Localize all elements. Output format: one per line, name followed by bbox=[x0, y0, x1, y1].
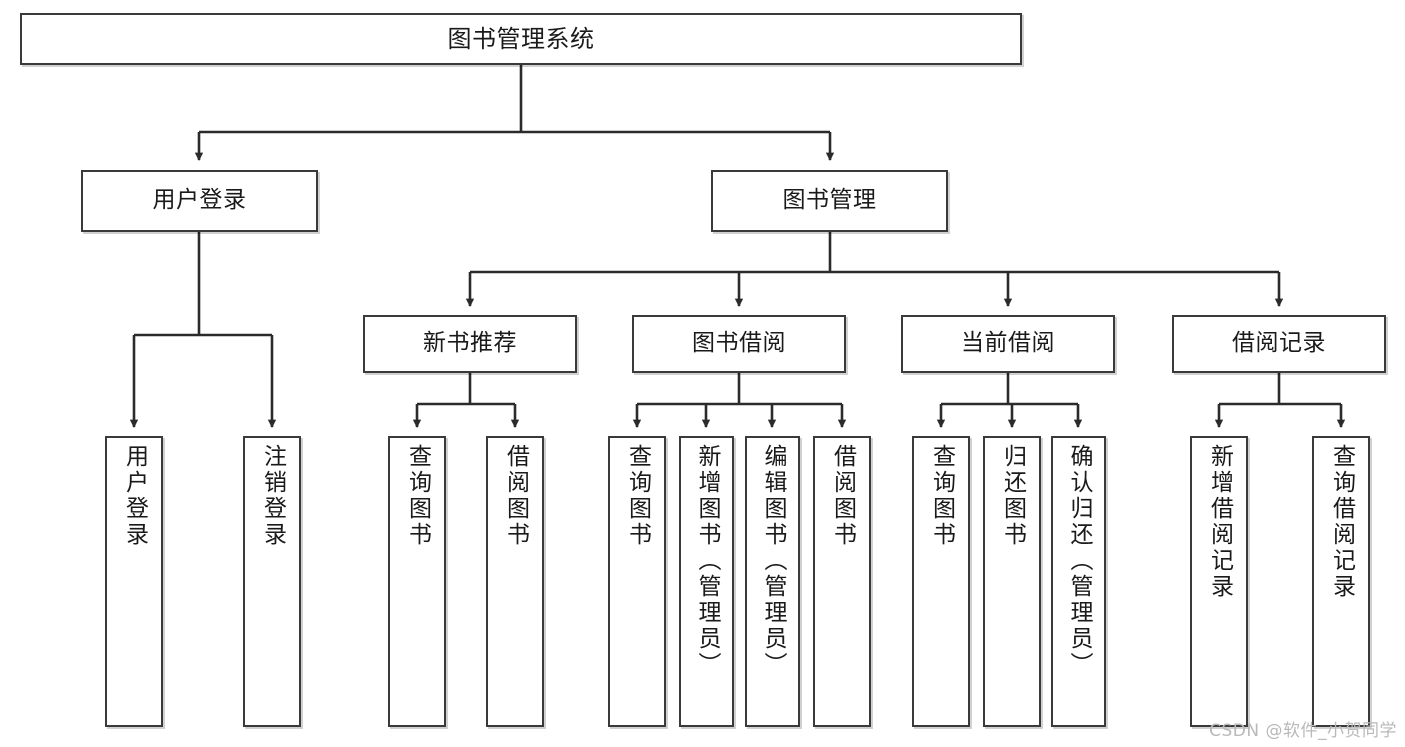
node-leaf-user-login-label: 用户登录 bbox=[121, 444, 148, 548]
node-leaf-query-book-1[interactable]: 查询图书 bbox=[388, 436, 446, 727]
node-leaf-borrow-book-1[interactable]: 借阅图书 bbox=[486, 436, 544, 727]
node-current-borrow[interactable]: 当前借阅 bbox=[901, 315, 1115, 373]
node-current-borrow-label: 当前借阅 bbox=[961, 330, 1055, 357]
node-user-login-label: 用户登录 bbox=[152, 187, 247, 214]
node-leaf-borrow-book-2[interactable]: 借阅图书 bbox=[813, 436, 871, 727]
node-leaf-query-book-3-label: 查询图书 bbox=[928, 444, 955, 548]
node-leaf-add-record[interactable]: 新增借阅记录 bbox=[1190, 436, 1248, 727]
node-leaf-user-login[interactable]: 用户登录 bbox=[105, 436, 163, 727]
node-borrow-record-label: 借阅记录 bbox=[1232, 330, 1326, 357]
watermark: CSDN @软件_小贺同学 bbox=[1209, 721, 1397, 741]
node-user-login[interactable]: 用户登录 bbox=[81, 170, 318, 232]
node-borrow-record[interactable]: 借阅记录 bbox=[1172, 315, 1386, 373]
node-new-book-recommend-label: 新书推荐 bbox=[423, 330, 517, 357]
node-new-book-recommend[interactable]: 新书推荐 bbox=[363, 315, 577, 373]
node-leaf-edit-book[interactable]: 编辑图书（管理员） bbox=[745, 436, 800, 727]
node-leaf-logout[interactable]: 注销登录 bbox=[243, 436, 301, 727]
node-leaf-add-book-label: 新增图书（管理员） bbox=[694, 444, 720, 678]
node-leaf-query-book-1-label: 查询图书 bbox=[404, 444, 431, 548]
node-leaf-query-record-label: 查询借阅记录 bbox=[1328, 444, 1355, 600]
node-book-borrow-label: 图书借阅 bbox=[692, 330, 786, 357]
node-leaf-return-book-label: 归还图书 bbox=[999, 444, 1026, 548]
node-leaf-query-book-2[interactable]: 查询图书 bbox=[608, 436, 666, 727]
node-book-borrow[interactable]: 图书借阅 bbox=[632, 315, 846, 373]
node-leaf-borrow-book-1-label: 借阅图书 bbox=[502, 444, 529, 548]
node-leaf-confirm-return[interactable]: 确认归还（管理员） bbox=[1051, 436, 1106, 727]
node-leaf-return-book[interactable]: 归还图书 bbox=[983, 436, 1041, 727]
node-leaf-logout-label: 注销登录 bbox=[259, 444, 286, 548]
node-leaf-add-book[interactable]: 新增图书（管理员） bbox=[679, 436, 734, 727]
node-leaf-borrow-book-2-label: 借阅图书 bbox=[829, 444, 856, 548]
node-leaf-add-record-label: 新增借阅记录 bbox=[1206, 444, 1233, 600]
node-book-manage-label: 图书管理 bbox=[782, 187, 877, 214]
node-leaf-edit-book-label: 编辑图书（管理员） bbox=[760, 444, 786, 678]
node-book-manage[interactable]: 图书管理 bbox=[711, 170, 948, 232]
node-leaf-query-record[interactable]: 查询借阅记录 bbox=[1312, 436, 1370, 727]
node-root-label: 图书管理系统 bbox=[447, 24, 595, 53]
node-leaf-query-book-2-label: 查询图书 bbox=[624, 444, 651, 548]
node-leaf-query-book-3[interactable]: 查询图书 bbox=[912, 436, 970, 727]
node-root[interactable]: 图书管理系统 bbox=[20, 13, 1022, 65]
node-leaf-confirm-return-label: 确认归还（管理员） bbox=[1066, 444, 1092, 678]
